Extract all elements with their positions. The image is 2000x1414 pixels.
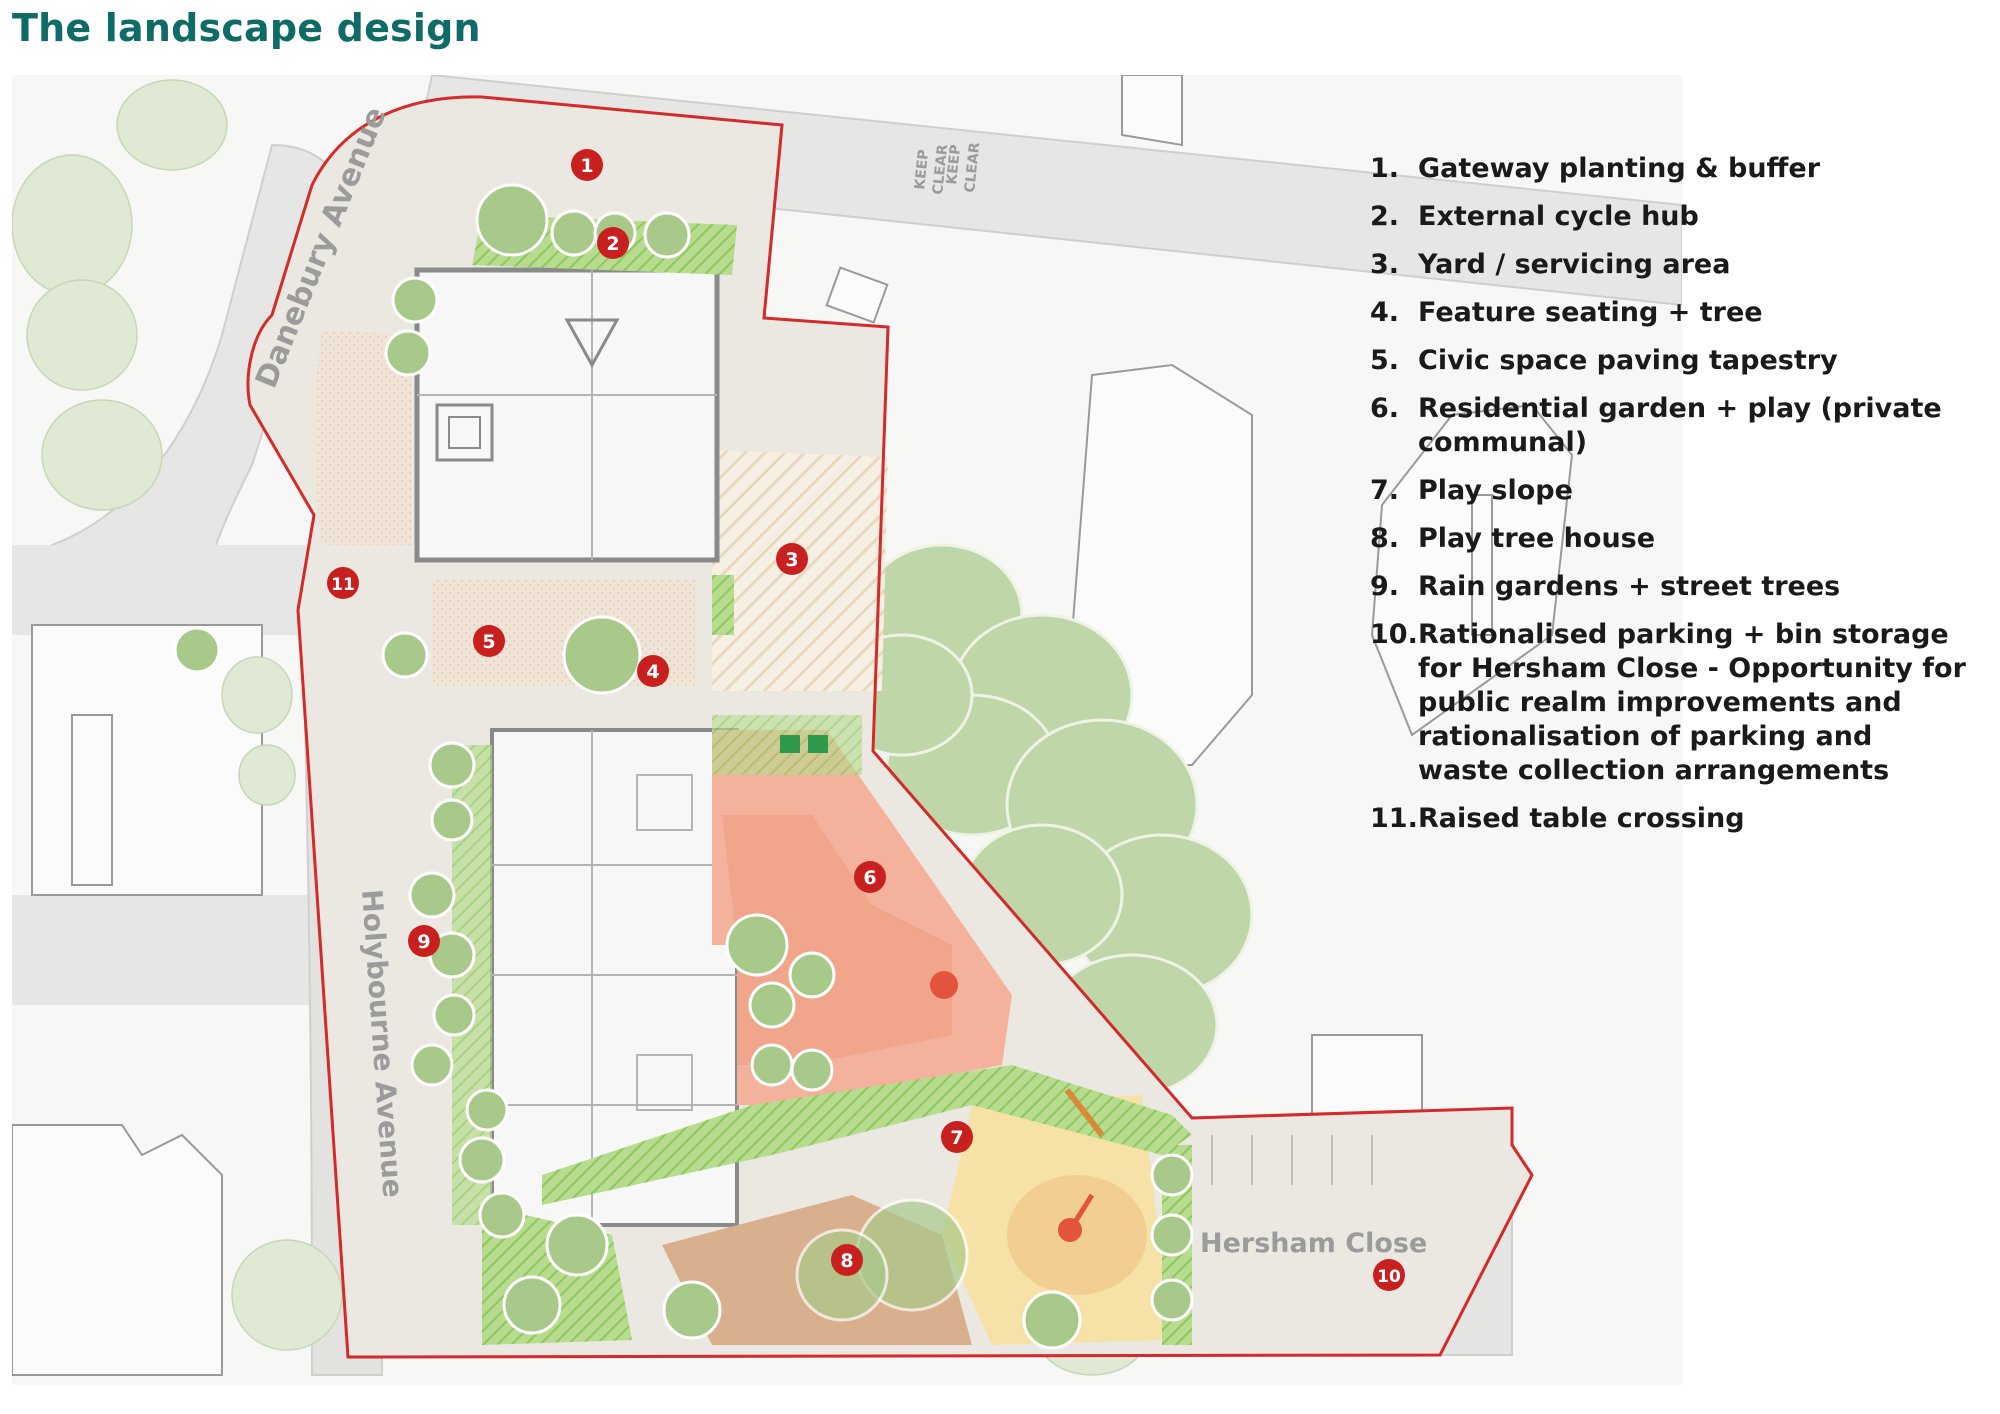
site-boundary <box>246 95 1534 1359</box>
marker-10[interactable]: 10 <box>1373 1259 1405 1291</box>
building-north <box>414 267 720 563</box>
marker-2[interactable]: 2 <box>597 227 629 259</box>
marker-4[interactable]: 4 <box>637 655 669 687</box>
legend-item-5: 5.Civic space paving tapestry <box>1370 345 1838 376</box>
legend-item-3: 3.Yard / servicing area <box>1370 249 1731 280</box>
svg-text:2: 2 <box>606 233 619 255</box>
marker-9[interactable]: 9 <box>408 925 440 957</box>
page-title: The landscape design <box>12 6 481 50</box>
legend-item-9: 9.Rain gardens + street trees <box>1370 571 1841 602</box>
legend-item-6: 6.Residential garden + play (private com… <box>1370 393 1942 458</box>
svg-text:7: 7 <box>950 1127 963 1149</box>
civic-paving <box>314 330 412 545</box>
marker-5[interactable]: 5 <box>473 625 505 657</box>
play-equipment <box>780 735 1105 1242</box>
parking-bays <box>1211 1135 1373 1185</box>
svg-text:9: 9 <box>417 931 430 953</box>
marker-3[interactable]: 3 <box>776 543 808 575</box>
legend-item-1: 1.Gateway planting & buffer <box>1370 153 1821 184</box>
legend-item-2: 2.External cycle hub <box>1370 201 1699 232</box>
legend-item-10: 10.Rationalised parking + bin storage fo… <box>1370 619 1966 786</box>
road-marking-clear-2: CLEAR <box>962 141 983 193</box>
legend-item-11: 11.Raised table crossing <box>1370 803 1745 834</box>
site-plan-map[interactable]: Danebury Avenue Holybourne Avenue Hersha… <box>12 75 1682 1385</box>
svg-text:8: 8 <box>840 1250 853 1272</box>
svg-text:1: 1 <box>580 155 593 177</box>
legend-item-7: 7.Play slope <box>1370 475 1573 506</box>
svg-text:3: 3 <box>785 549 798 571</box>
legend-list: 1.Gateway planting & buffer 2.External c… <box>1370 152 1970 850</box>
road-marking-keep-2: KEEP <box>944 144 964 186</box>
marker-1[interactable]: 1 <box>571 149 603 181</box>
legend-item-4: 4.Feature seating + tree <box>1370 297 1763 328</box>
marker-11[interactable]: 11 <box>327 567 359 599</box>
svg-text:4: 4 <box>646 661 659 683</box>
marker-6[interactable]: 6 <box>854 861 886 893</box>
svg-text:5: 5 <box>482 631 495 653</box>
surrounding-trees <box>12 79 1303 1376</box>
road-marking-keep-1: KEEP <box>912 149 932 191</box>
svg-text:11: 11 <box>331 575 355 595</box>
legend-item-8: 8.Play tree house <box>1370 523 1656 554</box>
svg-text:10: 10 <box>1377 1267 1401 1287</box>
svg-text:6: 6 <box>863 867 876 889</box>
marker-7[interactable]: 7 <box>941 1121 973 1153</box>
marker-8[interactable]: 8 <box>831 1244 863 1276</box>
road-marking-clear-1: CLEAR <box>930 143 951 195</box>
road-label-hersham: Hersham Close <box>1200 1228 1427 1259</box>
